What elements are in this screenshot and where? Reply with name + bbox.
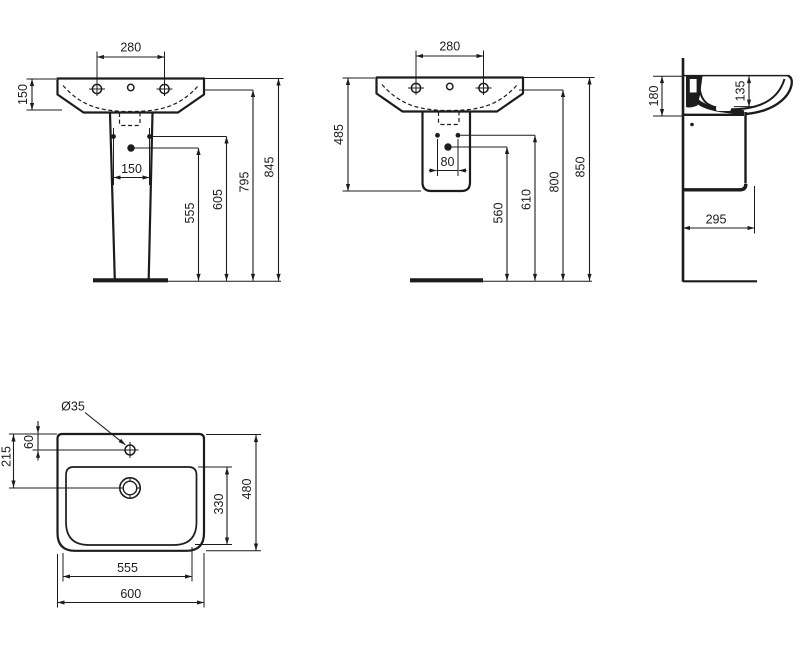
fixing-points <box>435 132 535 176</box>
fixing-hole-dot <box>111 134 116 139</box>
dim-label: 610 <box>520 189 534 210</box>
dim-135: 135 <box>734 76 756 108</box>
dim-label: 180 <box>647 86 661 107</box>
dim-560: 560 <box>492 147 510 281</box>
dim-label: 800 <box>548 172 562 193</box>
dim-label: 600 <box>120 587 141 601</box>
semi-pedestal <box>421 112 472 193</box>
basin-front-view <box>56 77 206 127</box>
dim-label: 605 <box>211 189 225 210</box>
trap-outlet-dot <box>444 143 452 151</box>
overflow-channel <box>716 106 731 111</box>
dim-label: 795 <box>238 172 252 193</box>
dim-605: 605 <box>211 136 229 281</box>
dim-label: 330 <box>212 494 226 515</box>
dim-295: 295 <box>683 186 755 234</box>
dim-label: 80 <box>441 155 455 169</box>
view-front-semi-pedestal: 280 485 80 560 610 800 <box>332 40 595 283</box>
dim-label: 555 <box>183 203 197 224</box>
basin-outer-outline <box>56 432 206 552</box>
fixing-hole-dot <box>455 132 461 138</box>
dim-800: 800 <box>519 89 566 281</box>
dim-60: 60 <box>9 421 125 461</box>
dim-280-v2: 280 <box>415 40 484 82</box>
dim-label: 560 <box>492 203 506 224</box>
semi-pedestal-side <box>684 112 748 192</box>
fixing-points <box>111 128 227 185</box>
dim-dia35: Ø35 <box>61 400 126 446</box>
trap-outlet-dot <box>127 144 135 152</box>
dim-80: 80 <box>429 155 467 173</box>
dim-600-plan: 600 <box>57 553 205 608</box>
dim-150-basin-height: 150 <box>16 78 62 111</box>
wall-fixing-dot <box>690 122 694 127</box>
dim-610: 610 <box>520 135 538 281</box>
dim-label: 135 <box>734 81 748 102</box>
fixing-hole-dot <box>147 134 152 139</box>
dim-555: 555 <box>183 148 201 281</box>
basin-section <box>684 74 793 127</box>
tap-hole-cut <box>689 79 697 93</box>
fixing-hole-dot <box>435 132 440 138</box>
dim-850: 850 <box>521 77 595 281</box>
front-rim-profile <box>745 74 793 116</box>
dim-label: 480 <box>240 479 254 500</box>
dim-180: 180 <box>647 75 682 117</box>
dim-label: 845 <box>263 157 277 178</box>
view-front-pedestal: 280 150 150 555 605 795 845 <box>16 41 284 283</box>
dim-label: Ø35 <box>61 400 85 414</box>
view-plan: Ø35 60 215 330 480 <box>0 400 261 608</box>
dim-label: 60 <box>22 435 36 449</box>
dim-label: 280 <box>439 40 460 54</box>
dim-label: 150 <box>16 84 30 105</box>
drain-symbol <box>119 476 142 499</box>
bowl-bottom-section <box>695 99 745 115</box>
dim-150-fixing-width: 150 <box>113 162 150 180</box>
basin-front-view <box>375 76 525 126</box>
dim-label: 295 <box>706 213 727 227</box>
view-side-section: 180 135 295 <box>647 58 793 283</box>
dim-label: 215 <box>0 446 14 467</box>
dim-label: 280 <box>120 41 141 55</box>
dim-label: 485 <box>332 124 346 145</box>
dim-330: 330 <box>195 466 232 545</box>
dim-label: 150 <box>121 162 142 176</box>
dim-480: 480 <box>206 434 261 552</box>
dim-label: 850 <box>574 157 588 178</box>
dim-215: 215 <box>0 434 119 489</box>
dim-485: 485 <box>332 77 421 192</box>
dim-555-plan: 555 <box>62 547 193 582</box>
dim-845: 845 <box>205 78 284 281</box>
bowl-inner-outline <box>65 466 198 546</box>
pedestal <box>93 112 168 283</box>
dim-label: 555 <box>117 561 138 575</box>
dim-280-v1: 280 <box>96 41 165 83</box>
dim-795: 795 <box>204 89 256 281</box>
